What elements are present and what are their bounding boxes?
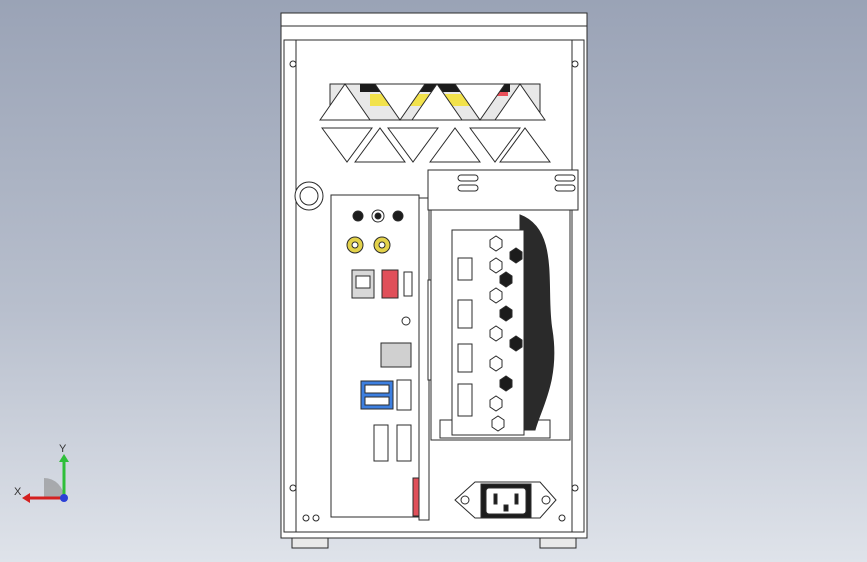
y-axis-label: Y <box>59 443 67 455</box>
top-vent <box>319 83 551 163</box>
gpu-bracket <box>427 169 579 441</box>
gpu-honeycomb-vent <box>489 235 523 432</box>
power-inlet-icon <box>454 481 557 519</box>
z-axis-origin-icon <box>60 494 68 502</box>
axis-triad: X Y <box>14 443 69 503</box>
motherboard-io-shield <box>330 194 437 521</box>
screw-icons <box>289 60 579 522</box>
z-axis-quarter-icon <box>44 478 64 498</box>
pc-case-rear-view <box>280 12 588 549</box>
x-axis-label: X <box>14 486 22 498</box>
